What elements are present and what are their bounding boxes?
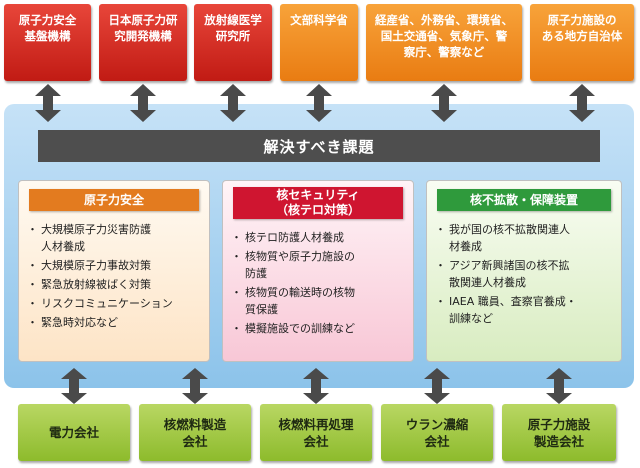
double-arrow-icon (431, 84, 457, 122)
double-arrow-icon (546, 368, 572, 404)
org-mext: 文部科学省 (280, 4, 358, 81)
card-nuclear-safety: 原子力安全 大規模原子力災害防護 人材養成 大規模原子力事故対策 緊急放射線被ば… (18, 180, 210, 362)
list-item: 大規模原子力災害防護 人材養成 (27, 221, 203, 255)
list-item: 核物質や原子力施設の 防護 (231, 248, 407, 282)
list-item: IAEA 職員、査察官養成・ 訓練など (435, 293, 615, 327)
card-item-list: 核テロ防護人材養成 核物質や原子力施設の 防護 核物質の輸送時の核物 質保護 模… (231, 229, 407, 339)
double-arrow-icon (424, 368, 450, 404)
double-arrow-icon (220, 84, 246, 122)
org-local-governments: 原子力施設の ある地方自治体 (530, 4, 634, 81)
double-arrow-icon (130, 84, 156, 122)
double-arrow-icon (182, 368, 208, 404)
org-radiological-institute: 放射線医学 研究所 (194, 4, 272, 81)
list-item: 核物質の輸送時の核物 質保護 (231, 284, 407, 318)
org-label: 電力会社 (48, 425, 99, 440)
org-label: 原子力施設 製造会社 (527, 416, 591, 449)
card-nuclear-security: 核セキュリティ （核テロ対策） 核テロ防護人材養成 核物質や原子力施設の 防護 … (222, 180, 414, 362)
org-reprocessing: 核燃料再処理 会社 (260, 404, 372, 461)
double-arrow-icon (569, 84, 595, 122)
list-item: 緊急時対応など (27, 314, 203, 331)
list-item: 模擬施設での訓練など (231, 320, 407, 337)
card-header-text: 核セキュリティ （核テロ対策） (275, 188, 360, 217)
org-power-company: 電力会社 (18, 404, 130, 461)
org-label: 経産省、外務省、環境省、 国土交通省、気象庁、警 察庁、警察など (375, 13, 513, 59)
org-label: 核燃料製造 会社 (163, 416, 227, 449)
card-header-text: 原子力安全 (83, 192, 144, 207)
double-arrow-icon (61, 368, 87, 404)
card-header: 核セキュリティ （核テロ対策） (233, 187, 403, 219)
org-label: 放射線医学 研究所 (204, 13, 262, 43)
card-nonproliferation: 核不拡散・保障装置 我が国の核不拡散関連人 材養成 アジア新興諸国の核不拡 散関… (426, 180, 622, 362)
org-label: 原子力施設の ある地方自治体 (541, 13, 623, 43)
org-uranium-enrichment: ウラン濃縮 会社 (381, 404, 493, 461)
org-fuel-fabrication: 核燃料製造 会社 (139, 404, 251, 461)
double-arrow-icon (306, 84, 332, 122)
list-item: アジア新興諸国の核不拡 散関連人材養成 (435, 257, 615, 291)
list-item: リスクコミュニケーション (27, 295, 203, 312)
main-title: 解決すべき課題 (38, 130, 600, 162)
card-header: 原子力安全 (29, 189, 199, 211)
list-item: 緊急放射線被ばく対策 (27, 276, 203, 293)
list-item: 我が国の核不拡散関連人 材養成 (435, 221, 615, 255)
org-facility-manufacturer: 原子力施設 製造会社 (502, 404, 616, 461)
org-nuclear-safety-foundation: 原子力安全 基盤機構 (4, 4, 91, 81)
org-label: ウラン濃縮 会社 (405, 416, 469, 449)
org-ministries: 経産省、外務省、環境省、 国土交通省、気象庁、警 察庁、警察など (366, 4, 522, 81)
list-item: 核テロ防護人材養成 (231, 229, 407, 246)
org-jaea: 日本原子力研 究開発機構 (99, 4, 187, 81)
org-label: 原子力安全 基盤機構 (18, 13, 77, 43)
org-label: 核燃料再処理 会社 (278, 416, 354, 449)
org-label: 文部科学省 (290, 13, 348, 27)
list-item: 大規模原子力事故対策 (27, 257, 203, 274)
double-arrow-icon (35, 84, 61, 122)
card-item-list: 我が国の核不拡散関連人 材養成 アジア新興諸国の核不拡 散関連人材養成 IAEA… (435, 221, 615, 329)
card-header-text: 核不拡散・保障装置 (469, 192, 578, 207)
double-arrow-icon (303, 368, 329, 404)
card-item-list: 大規模原子力災害防護 人材養成 大規模原子力事故対策 緊急放射線被ばく対策 リス… (27, 221, 203, 333)
org-label: 日本原子力研 究開発機構 (108, 13, 178, 43)
card-header: 核不拡散・保障装置 (437, 189, 611, 211)
